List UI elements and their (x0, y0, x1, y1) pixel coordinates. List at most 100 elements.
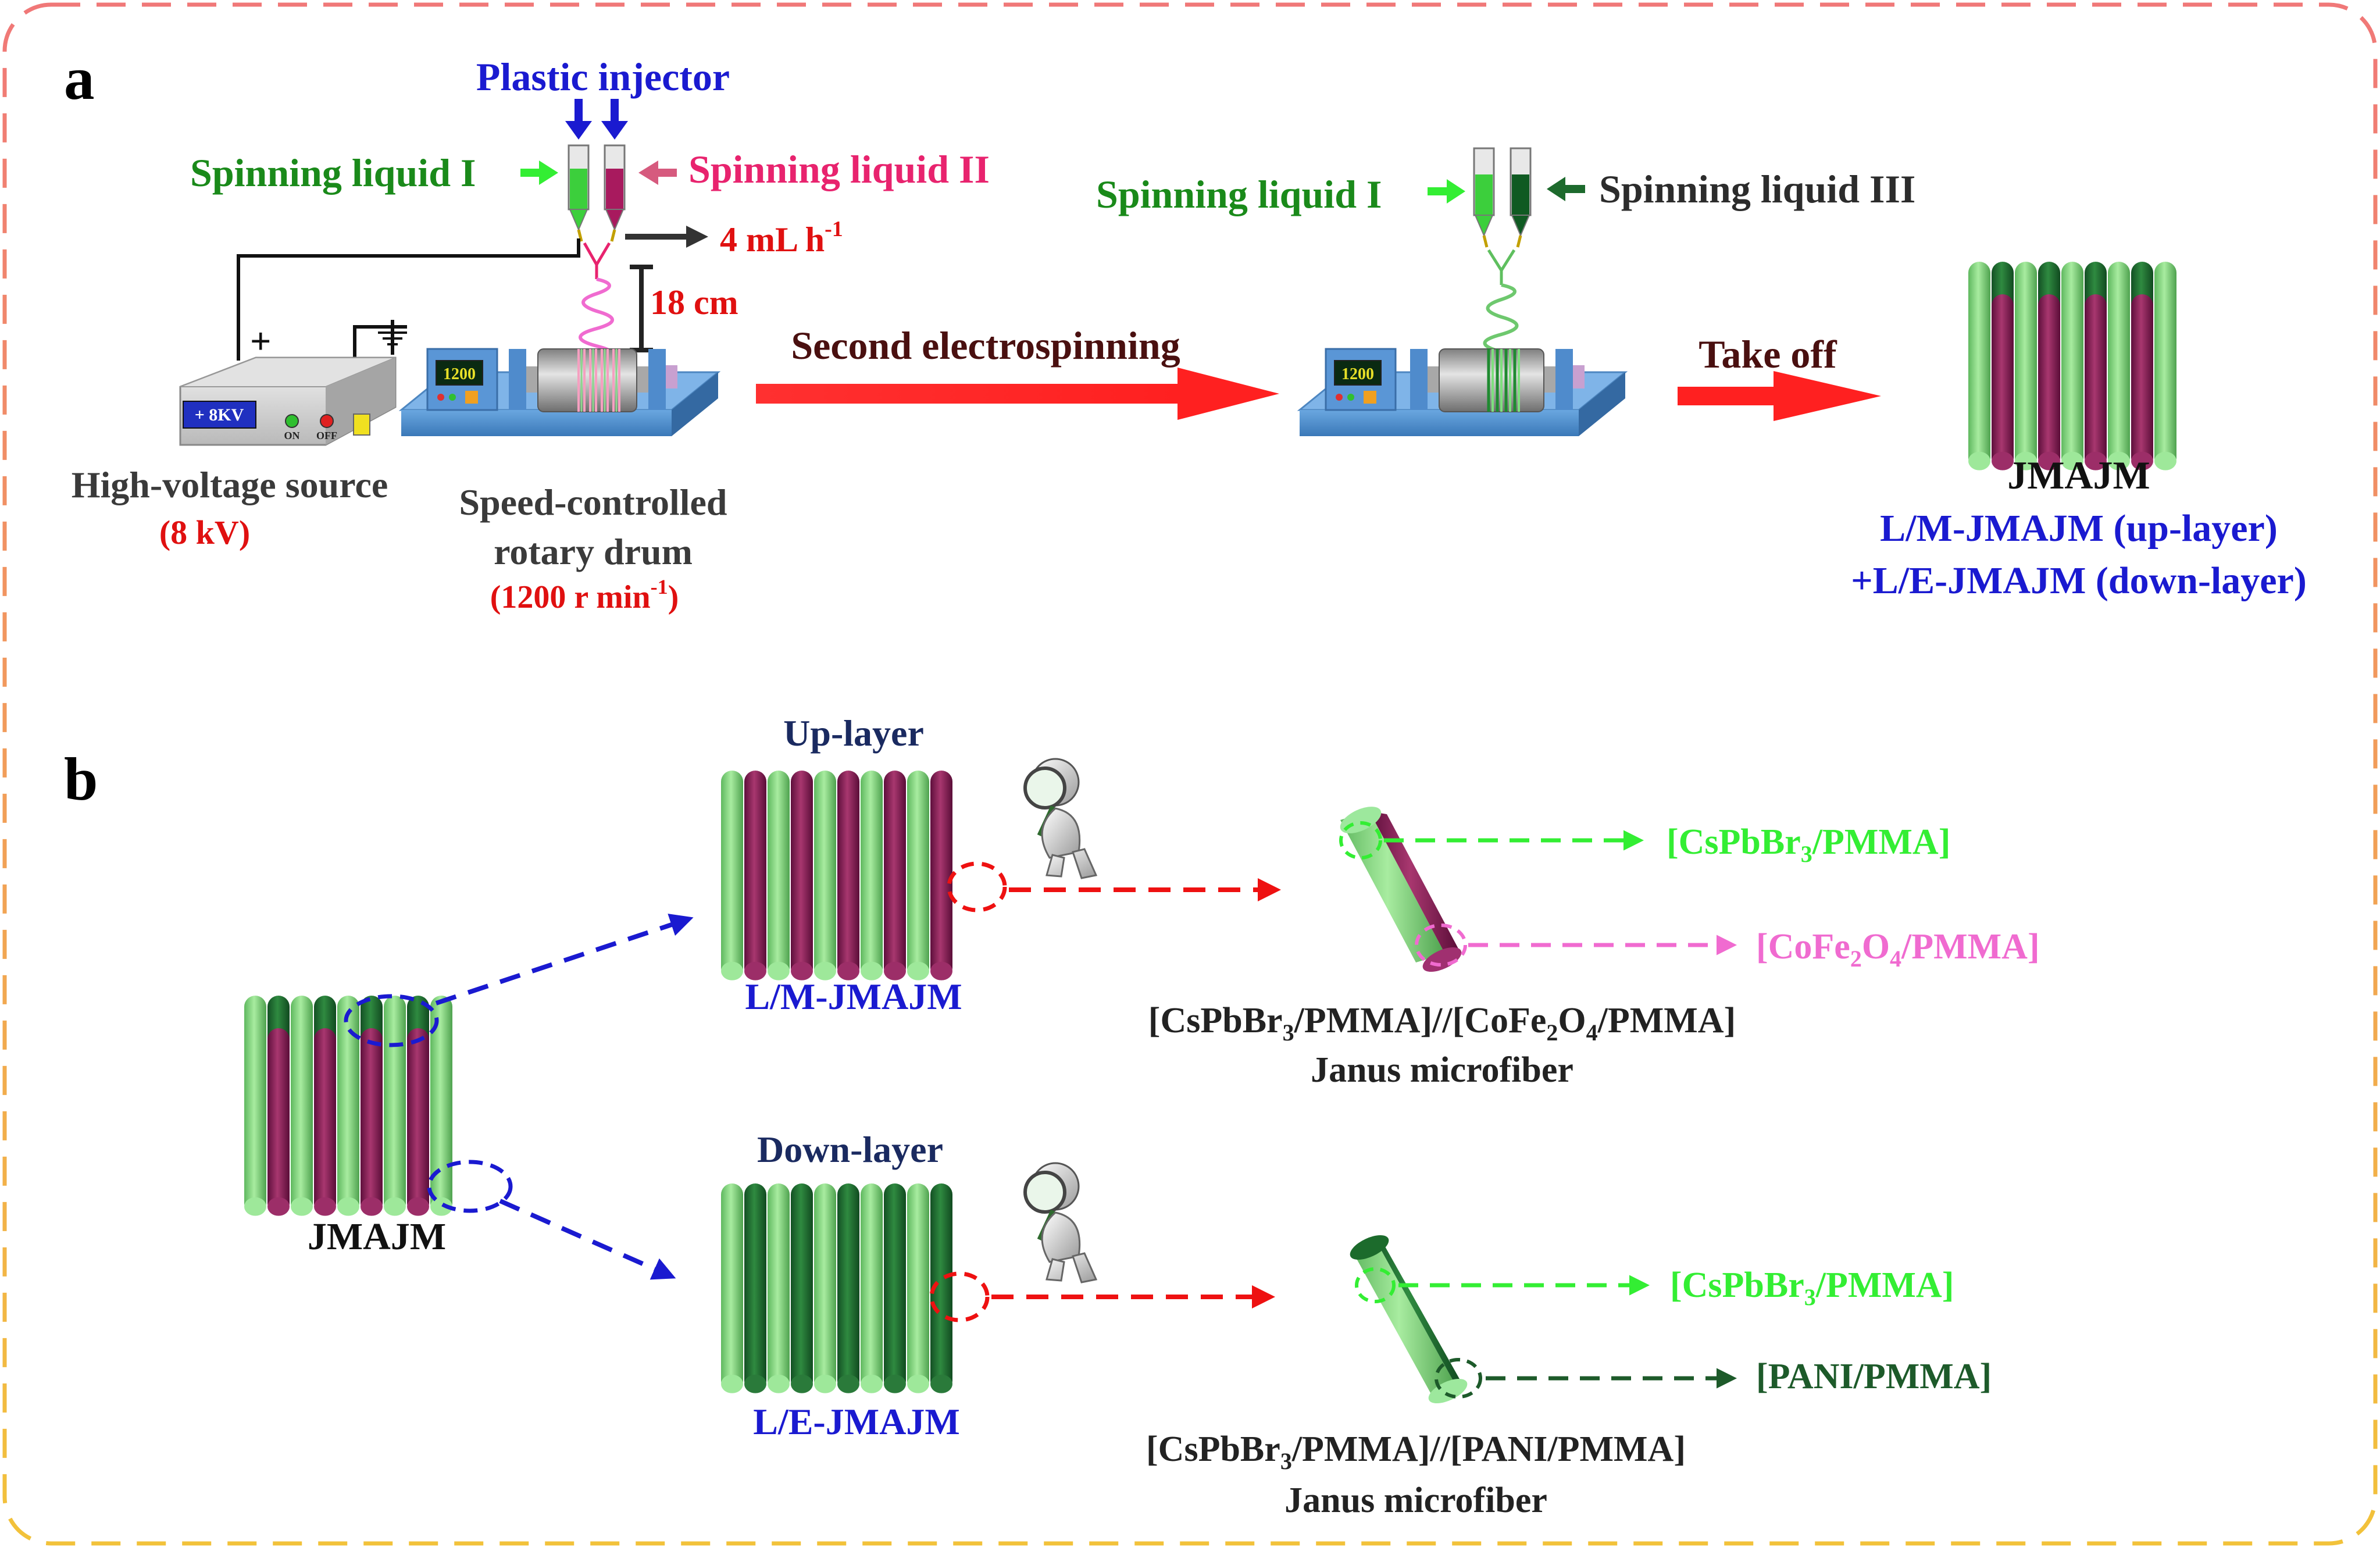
fiber-rod (267, 1028, 290, 1214)
fiber-rod-end (768, 1374, 790, 1393)
liquid-iii-arrow (1547, 177, 1585, 201)
liquid-ii-arrow (638, 161, 677, 185)
fiber-rod (907, 1200, 929, 1392)
fiber-rod-end (837, 1374, 859, 1393)
fiber-rod (744, 787, 766, 979)
electrode-wires (237, 238, 580, 365)
fiber-rod-end (884, 961, 906, 980)
second-electrospinning-label: Second electrospinning (791, 323, 1180, 368)
fiber-rod-end (2108, 451, 2130, 470)
fiber-rod-end (791, 1374, 813, 1393)
drum-display-2: 1200 (1341, 365, 1374, 383)
up-layer-mat (721, 771, 952, 980)
fiber-rod-end (407, 1197, 429, 1216)
take-off-arrow (1678, 371, 1881, 421)
down-fiber-dark-marker (1435, 1358, 1482, 1399)
down-janus-microfiber-label: Janus microfiber (1284, 1481, 1547, 1520)
up-fiber-light-marker (1339, 821, 1382, 860)
fiber-rod (2131, 294, 2153, 469)
up-layer-product-label: L/M-JMAJM (up-layer) (1880, 507, 2278, 550)
spinning-liquid-i-label: Spinning liquid I (190, 151, 476, 195)
fiber-rod (768, 1200, 790, 1392)
take-off-label: Take off (1699, 332, 1837, 376)
panel-a-label: a (64, 44, 95, 112)
fiber-rod-end (2061, 451, 2083, 470)
fiber-rod-end (291, 1197, 313, 1216)
fiber-rod-end (721, 961, 743, 980)
spinning-liquid-ii-label: Spinning liquid II (688, 147, 990, 191)
up-layer-arrow (435, 914, 694, 1006)
down-fiber-light-label: [CsPbBr3/PMMA] (1670, 1265, 1954, 1310)
fiber-rod (384, 1028, 406, 1214)
up-layer-label: Up-layer (783, 712, 924, 754)
fiber-rod-end (361, 1197, 383, 1216)
up-fiber-light-label: [CsPbBr3/PMMA] (1667, 822, 1950, 867)
fiber-rod-end (337, 1197, 359, 1216)
fiber-rod (814, 1200, 836, 1392)
lm-jmajm-label: L/M-JMAJM (745, 976, 962, 1017)
fiber-rod (791, 787, 813, 979)
spinning-liquid-iii-label: Spinning liquid III (1599, 167, 1915, 211)
fiber-rod (1968, 294, 1990, 469)
down-fiber-dark-label: [PANI/PMMA] (1756, 1357, 1992, 1396)
drum-label-2: rotary drum (494, 531, 693, 572)
fiber-rod-end (744, 961, 766, 980)
down-layer-marker (427, 1160, 513, 1213)
magnifier-person-icon-2 (1023, 1162, 1098, 1283)
fiber-rod (907, 787, 929, 979)
hv-value-label: (8 kV) (159, 514, 250, 551)
drum-speed-label: (1200 r min-1) (490, 575, 679, 615)
spinning-liquid-i-second-label: Spinning liquid I (1096, 172, 1382, 216)
drum-collector-2: 1200 (1297, 348, 1628, 436)
fiber-rod (361, 1028, 383, 1214)
hv-source-label: High-voltage source (72, 464, 388, 505)
distance-bar (630, 265, 653, 352)
distance-label: 18 cm (650, 283, 738, 322)
fiber-rod-end (861, 1374, 883, 1393)
off-label: OFF (316, 430, 337, 441)
up-janus-label: [CsPbBr3/PMMA]//[CoFe2O4/PMMA] (1148, 1001, 1736, 1046)
fiber-rod-end (267, 1197, 290, 1216)
jmajm-product-label: JMAJM (2007, 453, 2150, 497)
fiber-rod-end (861, 961, 883, 980)
fiber-rod-end (907, 961, 929, 980)
fiber-rod (2108, 294, 2130, 469)
jmajm-label: JMAJM (308, 1215, 446, 1258)
fiber-rod-end (2131, 451, 2153, 470)
down-janus-label: [CsPbBr3/PMMA]//[PANI/PMMA] (1146, 1429, 1686, 1474)
flow-rate-label: 4 mL h-1 (720, 217, 843, 259)
ground-symbol (378, 331, 407, 345)
power-display-text: + 8KV (195, 405, 244, 425)
fiber-rod (837, 1200, 859, 1392)
up-fiber-mag-marker (1415, 924, 1467, 967)
fiber-rod-end (721, 1374, 743, 1393)
syringe-pair-2 (1473, 147, 1532, 248)
fiber-rod-end (744, 1374, 766, 1393)
fiber-rod-end (2038, 451, 2060, 470)
fiber-rod (407, 1028, 429, 1214)
fiber-rod (884, 1200, 906, 1392)
fiber-rod-end (1992, 451, 2014, 470)
fiber-rod-end (907, 1374, 929, 1393)
fiber-rod-end (430, 1197, 452, 1216)
jmajm-mat (244, 996, 452, 1216)
fiber-rod (884, 787, 906, 979)
jmajm-product-mat (1968, 262, 2176, 470)
fiber-rod-end (768, 961, 790, 980)
panel-b-label: b (64, 745, 98, 813)
janus-fiber-up (1340, 807, 1462, 972)
fiber-rod-end (384, 1197, 406, 1216)
drum-collector-1: 1200 (398, 348, 721, 436)
fiber-rod-end (2085, 451, 2107, 470)
fiber-rod-end (244, 1197, 266, 1216)
up-layer-marker (344, 994, 439, 1047)
fiber-rod (337, 1028, 359, 1214)
fiber-rod-end (814, 961, 836, 980)
high-voltage-source: + 8KV ON OFF (179, 356, 397, 446)
janus-fiber-down (1350, 1235, 1468, 1404)
down-fiber-marker (929, 1271, 990, 1322)
liquid-i-second-arrow (1428, 179, 1465, 204)
fiber-rod (791, 1200, 813, 1392)
down-layer-arrow (499, 1199, 676, 1280)
